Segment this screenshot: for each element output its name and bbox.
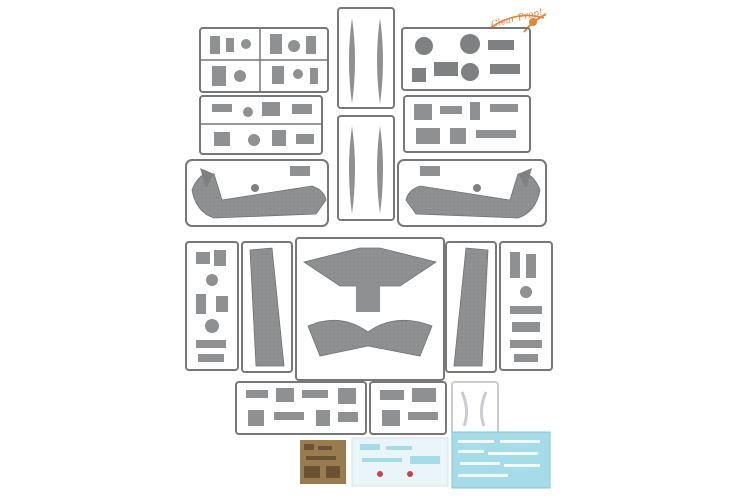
sprue-frame-lower-left [185, 241, 239, 371]
sprue-frame-bottom-left [235, 381, 367, 435]
decal-sheet-small [351, 437, 449, 487]
sprue-frame-row2-left [199, 95, 323, 155]
clear-parts-sprue [451, 381, 499, 435]
sprue-frame-lower-right [499, 241, 553, 371]
photo-etch-fret [300, 440, 346, 484]
sprue-frame-row2-center [337, 115, 395, 221]
fuselage-half-right [397, 159, 547, 227]
fuselage-half-left [185, 159, 329, 227]
wing-right-outer [445, 241, 497, 373]
sprue-frame-bottom-center [369, 381, 447, 435]
logo: Clear Prop! [486, 8, 548, 42]
sprue-frame-top-left [199, 27, 329, 93]
wing-center-section [295, 237, 445, 381]
logo-propeller-icon [489, 13, 547, 33]
sprue-frame-top-right [401, 27, 531, 91]
wing-left-outer [241, 241, 293, 373]
decal-sheet-large [451, 431, 551, 489]
sprue-frame-top-center [337, 7, 395, 109]
sprue-frame-row2-right [403, 95, 531, 153]
